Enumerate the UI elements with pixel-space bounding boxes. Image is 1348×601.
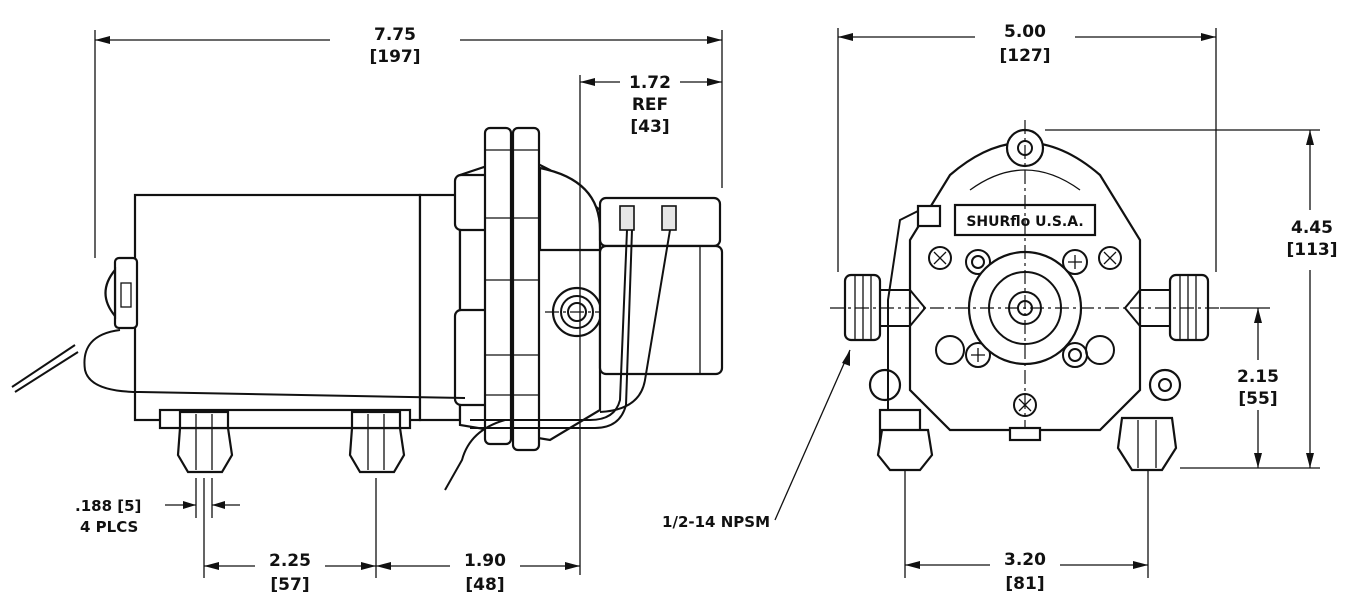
terminal-right: [661, 205, 677, 231]
front-foot-left: [876, 428, 934, 472]
lug-right: [1148, 368, 1182, 402]
wire-connector: [916, 204, 942, 228]
lug-left: [868, 368, 902, 402]
dim-mount-spacing-front: 3.20: [1004, 550, 1046, 570]
dim-port-height: 2.15: [1237, 367, 1279, 387]
dim-mount-hole: .188 [5]: [75, 497, 141, 515]
screw-icons: [928, 246, 1122, 417]
side-boss-right: [1085, 335, 1115, 365]
dim-ref-metric: [43]: [630, 117, 669, 137]
thread-leader: [774, 349, 851, 521]
foot-right: [348, 410, 406, 474]
dim-mount-hole-note: 4 PLCS: [80, 518, 138, 536]
wire-switch-3: [599, 229, 671, 413]
wire-switch-1: [470, 229, 628, 421]
pressure-switch: [598, 196, 722, 248]
dimension-text: 7.75 [197] 1.72 REF [43] 5.00 [127] 4.45…: [75, 22, 1338, 595]
front-foot-right: [1116, 416, 1178, 472]
lead-end-2: [14, 351, 79, 393]
diaphragm-dome: [538, 166, 602, 252]
dim-ref-note: REF: [632, 95, 668, 115]
front-view: SHURflo U.S.A.: [774, 28, 1320, 578]
motor-housing: [133, 193, 422, 422]
dim-mount-spacing-side-metric: [57]: [270, 575, 309, 595]
switch-housing: [598, 244, 724, 376]
end-cap-slot: [120, 282, 132, 308]
side-boss-left: [935, 335, 965, 365]
motor-dome: [104, 266, 117, 320]
dim-overall-width-metric: [127]: [999, 46, 1050, 66]
dim-mount-spacing-side: 2.25: [269, 551, 311, 571]
front-wire: [887, 209, 921, 420]
dim-port-height-metric: [55]: [1238, 389, 1277, 409]
label-port-thread: 1/2-14 NPSM: [662, 513, 770, 531]
dim-overall-width: 5.00: [1004, 22, 1046, 42]
dim-overall-length: 7.75: [374, 25, 416, 45]
side-view: [11, 30, 724, 578]
dim-overall-height-metric: [113]: [1286, 240, 1337, 260]
dim-mount-to-head: 1.90: [464, 551, 506, 571]
motor-end-cap: [113, 256, 139, 330]
dim-mount-to-head-metric: [48]: [465, 575, 504, 595]
dim-overall-length-metric: [197]: [369, 47, 420, 67]
drain-tab: [1008, 426, 1042, 442]
clamp-rib-right: [511, 126, 541, 452]
motor-flange: [418, 193, 462, 422]
dim-mount-spacing-front-metric: [81]: [1005, 574, 1044, 594]
dim-overall-height: 4.45: [1291, 218, 1333, 238]
foot-left: [176, 410, 234, 474]
lead-tail: [444, 419, 506, 491]
clamp-rib-left: [483, 126, 513, 446]
lead-end-1: [11, 344, 76, 388]
dim-ref-length: 1.72: [629, 73, 671, 93]
motor-lead: [83, 329, 466, 399]
terminal-left: [619, 205, 635, 231]
